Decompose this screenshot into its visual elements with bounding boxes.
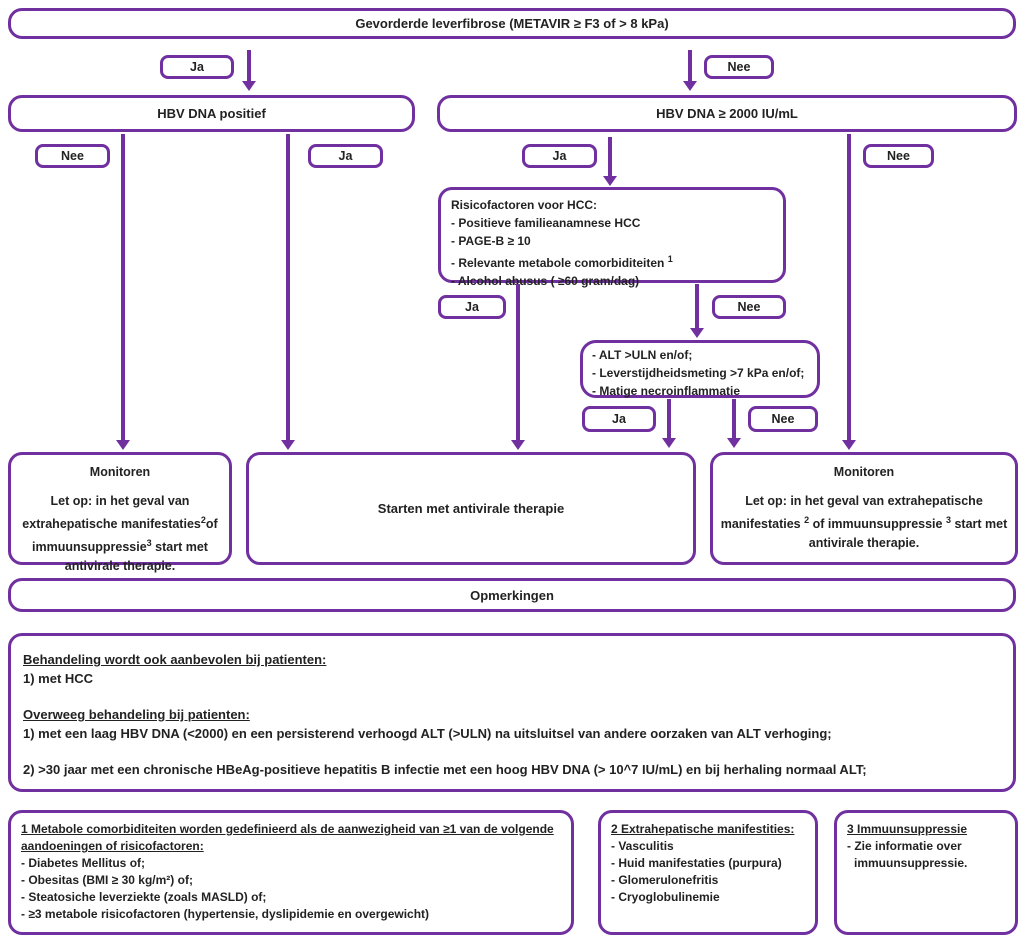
monitoren-note: Let op: in het geval van extrahepatische… <box>713 492 1015 553</box>
monitoren-note-text: Let op: in het geval van extrahepatische… <box>22 494 201 532</box>
node-advanced-fibrosis: Gevorderde leverfibrose (METAVIR ≥ F3 of… <box>8 8 1016 39</box>
node-hbv-dna-positief-label: HBV DNA positief <box>157 106 266 121</box>
opmerkingen-line: 2) >30 jaar met een chronische HBeAg-pos… <box>23 762 867 777</box>
opmerkingen-content: Behandeling wordt ook aanbevolen bij pat… <box>8 633 1016 792</box>
decision-label-ja-alt: Ja <box>582 406 656 432</box>
footnote-item: - Glomerulonefritis <box>611 873 719 887</box>
node-alt-criteria: - ALT >ULN en/of; - Leverstijdheidsmetin… <box>580 340 820 398</box>
footnote-heading: 1 Metabole comorbiditeiten worden gedefi… <box>21 822 554 853</box>
footnote-ref-3: 3 <box>945 515 951 525</box>
footnote-ref-3: 3 <box>146 538 152 549</box>
monitoren-note-text: Let op: in het geval van extrahepatische… <box>720 494 983 532</box>
risicofactoren-item: - Relevante metabole comorbiditeiten 1 <box>451 250 773 272</box>
footnote-item: - Zie informatie over <box>847 839 962 853</box>
risicofactoren-item: - Alcohol abusus ( ≥60 gram/dag) <box>451 274 640 288</box>
alt-criteria-item: - Matige necroinflammatie <box>592 384 741 398</box>
decision-label-ja-hbv-positief: Ja <box>308 144 383 168</box>
decision-label-ja-root: Ja <box>160 55 234 79</box>
decision-label-text: Ja <box>338 149 353 163</box>
node-starten-antivirale-therapie: Starten met antivirale therapie <box>246 452 696 565</box>
risicofactoren-title: Risicofactoren voor HCC: <box>451 198 598 212</box>
decision-label-text: Ja <box>552 149 567 163</box>
decision-label-text: Nee <box>887 149 910 163</box>
opmerkingen-title: Opmerkingen <box>470 587 554 603</box>
arrow-hbv-2000-nee-to-monitoren <box>842 134 856 450</box>
opmerkingen-line: 1) met een laag HBV DNA (<2000) en een p… <box>23 726 832 741</box>
footnote-item: - Huid manifestaties (purpura) <box>611 856 782 870</box>
risicofactoren-item: - Positieve familieanamnese HCC <box>451 216 641 230</box>
arrow-root-to-hbv-2000 <box>683 50 697 91</box>
decision-label-nee-root: Nee <box>704 55 774 79</box>
footnote-immuunsuppressie: 3 Immuunsuppressie - Zie informatie over… <box>834 810 1018 935</box>
node-monitoren-links: Monitoren Let op: in het geval van extra… <box>8 452 232 573</box>
decision-label-nee-alt: Nee <box>748 406 818 432</box>
alt-criteria-item: - ALT >ULN en/of; <box>592 348 693 362</box>
decision-label-nee-hbv-2000: Nee <box>863 144 934 168</box>
arrow-risicofactoren-ja-to-starten <box>511 284 525 450</box>
decision-label-nee-hbv-positief: Nee <box>35 144 110 168</box>
footnote-ref-1: 1 <box>667 254 673 264</box>
opmerkingen-heading-aanbevolen: Behandeling wordt ook aanbevolen bij pat… <box>23 652 327 667</box>
node-hbv-dna-2000: HBV DNA ≥ 2000 IU/mL <box>437 95 1017 132</box>
monitoren-note-text: of immuunsuppressie <box>32 517 218 555</box>
footnote-metabole-comorbiditeiten: 1 Metabole comorbiditeiten worden gedefi… <box>8 810 574 935</box>
node-hbv-dna-2000-label: HBV DNA ≥ 2000 IU/mL <box>656 106 798 121</box>
decision-label-nee-risicofactoren: Nee <box>712 295 786 319</box>
starten-label: Starten met antivirale therapie <box>377 501 565 516</box>
opmerkingen-header: Opmerkingen <box>8 578 1016 612</box>
decision-label-text: Nee <box>737 300 761 314</box>
monitoren-note-text: start met antivirale therapie. <box>808 517 1008 551</box>
footnote-ref-2: 2 <box>804 515 810 525</box>
footnote-item: - Steatosiche leverziekte (zoals MASLD) … <box>21 890 267 904</box>
footnote-item: - Obesitas (BMI ≥ 30 kg/m²) of; <box>21 873 193 887</box>
risicofactoren-item-text: - Relevante metabole comorbiditeiten <box>451 256 668 270</box>
monitoren-note-text: start met antivirale therapie. <box>64 540 208 574</box>
arrow-hbv-positief-nee-to-monitoren <box>116 134 130 450</box>
footnote-ref-2: 2 <box>200 515 206 525</box>
monitoren-title: Monitoren <box>89 465 151 479</box>
risicofactoren-item: - PAGE-B ≥ 10 <box>451 234 531 248</box>
footnote-item: - Vasculitis <box>611 839 674 853</box>
decision-label-text: Nee <box>61 149 84 163</box>
arrow-alt-nee-to-monitoren <box>727 399 741 448</box>
footnote-heading: 2 Extrahepatische manifestities: <box>611 822 795 836</box>
footnote-item: immuunsuppressie. <box>854 856 968 870</box>
decision-label-text: Nee <box>771 412 795 426</box>
decision-label-text: Ja <box>612 412 626 426</box>
footnote-heading: 3 Immuunsuppressie <box>847 822 968 836</box>
decision-label-text: Nee <box>727 60 751 74</box>
node-monitoren-rechts: Monitoren Let op: in het geval van extra… <box>710 452 1018 565</box>
decision-label-text: Ja <box>190 60 204 74</box>
arrow-risicofactoren-nee-to-alt <box>690 284 704 338</box>
opmerkingen-line: 1) met HCC <box>23 671 94 686</box>
footnote-item: - Diabetes Mellitus of; <box>21 856 146 870</box>
arrow-alt-ja-to-starten <box>662 399 676 448</box>
monitoren-note: Let op: in het geval van extrahepatische… <box>11 492 229 576</box>
node-risicofactoren-hcc: Risicofactoren voor HCC: - Positieve fam… <box>438 187 786 288</box>
arrow-root-to-hbv-positief <box>242 50 256 91</box>
footnote-item: - ≥3 metabole risicofactoren (hypertensi… <box>21 907 430 921</box>
node-hbv-dna-positief: HBV DNA positief <box>8 95 415 132</box>
arrow-hbv-positief-ja-to-starten <box>281 134 295 450</box>
node-advanced-fibrosis-label: Gevorderde leverfibrose (METAVIR ≥ F3 of… <box>355 16 669 31</box>
arrow-hbv-2000-ja-to-risicofactoren <box>603 137 617 186</box>
footnote-extrahepatische-manifestaties: 2 Extrahepatische manifestities: - Vascu… <box>598 810 818 935</box>
monitoren-title: Monitoren <box>833 465 895 479</box>
monitoren-note-text: of immuunsuppressie <box>809 517 946 532</box>
opmerkingen-heading-overweeg: Overweeg behandeling bij patienten: <box>23 707 250 722</box>
decision-label-ja-risicofactoren: Ja <box>438 295 506 319</box>
decision-label-text: Ja <box>465 300 479 314</box>
alt-criteria-item: - Leverstijdheidsmeting >7 kPa en/of; <box>592 366 805 380</box>
footnote-item: - Cryoglobulinemie <box>611 890 720 904</box>
decision-label-ja-hbv-2000: Ja <box>522 144 597 168</box>
